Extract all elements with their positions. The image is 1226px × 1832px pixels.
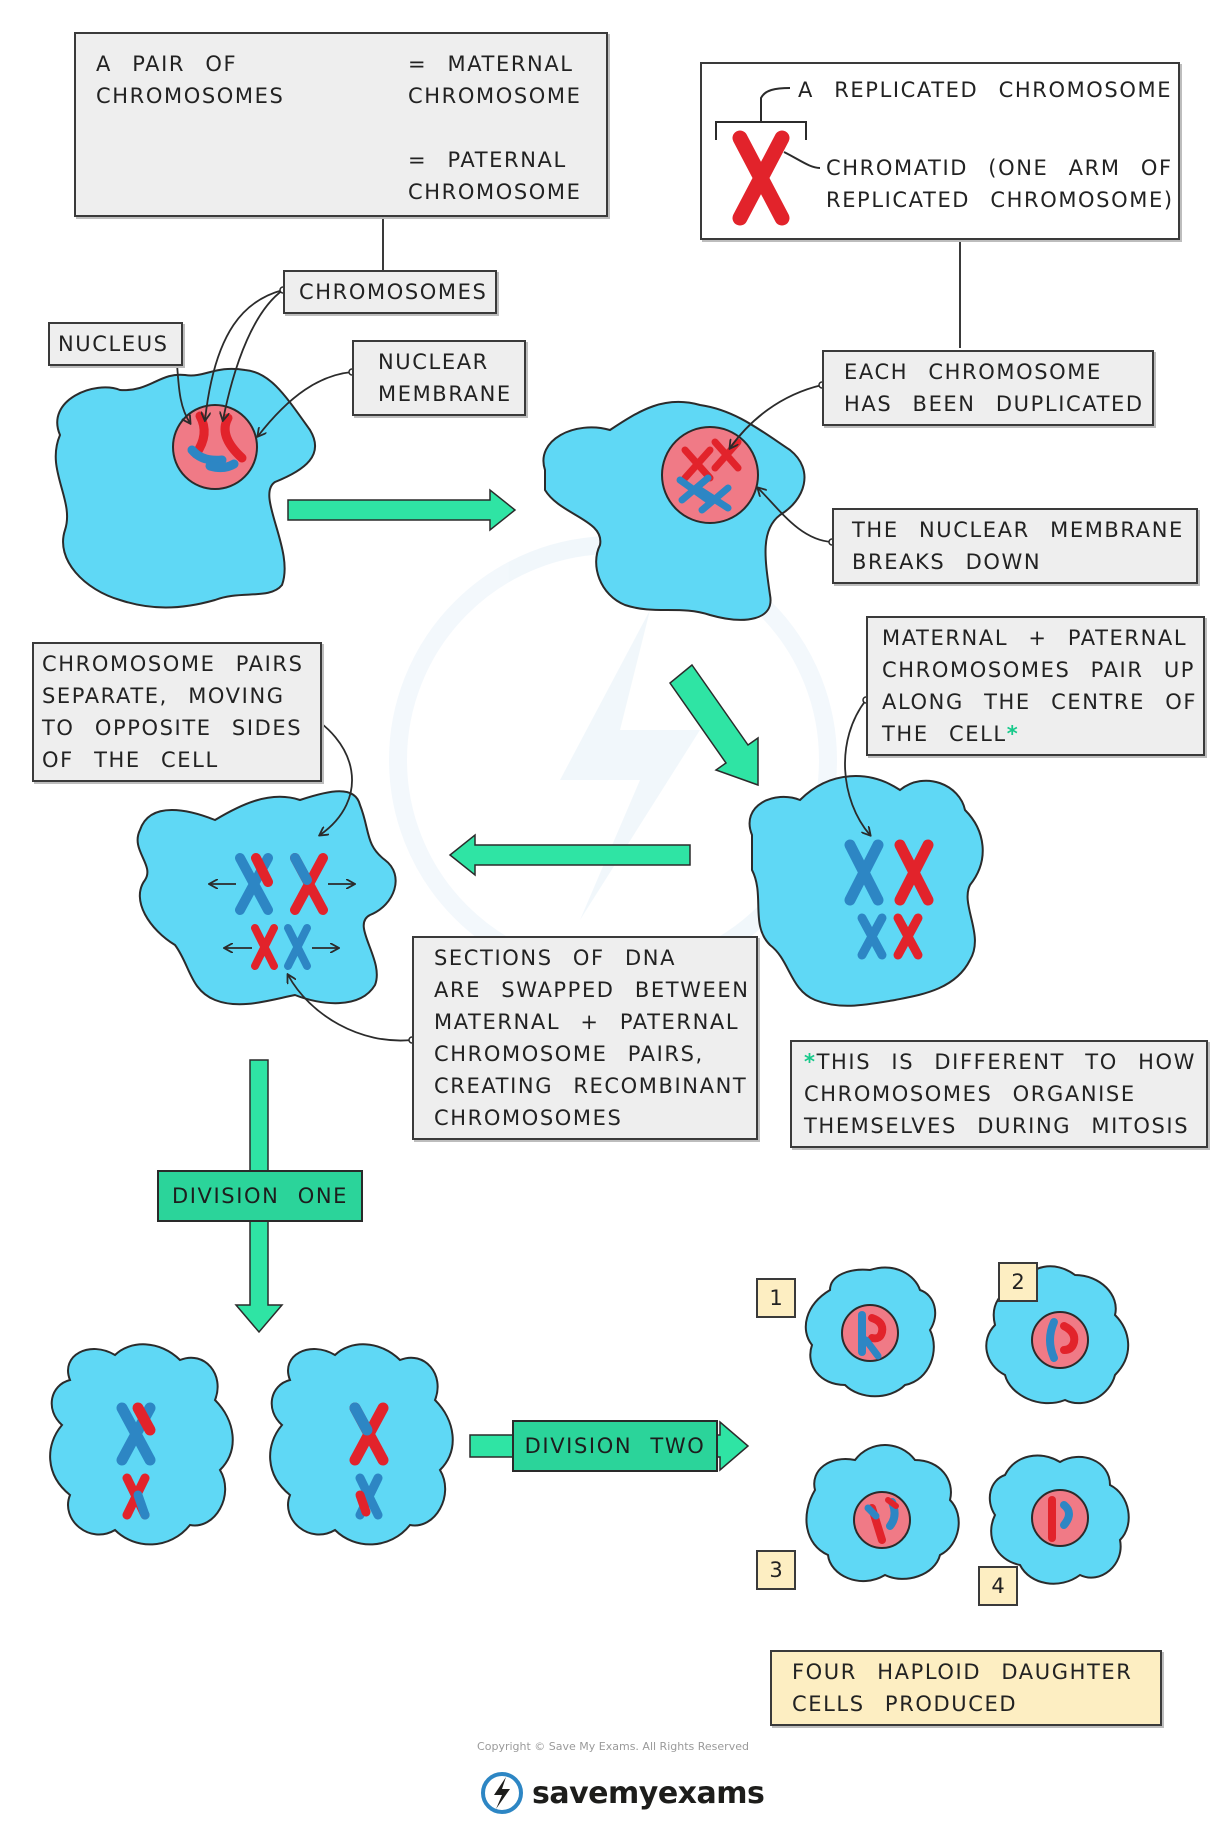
- arrow-prophase-to-metaphase: [668, 663, 759, 787]
- brand-name: savemyexams: [532, 1775, 765, 1811]
- label-membrane-breaks: THE NUCLEAR MEMBRANE BREAKS DOWN: [832, 508, 1198, 584]
- daughter-chromosome: [1060, 1322, 1079, 1354]
- recombinant-chromosome: [349, 1402, 373, 1436]
- cell-duplicated: [542, 400, 806, 621]
- label-mitosis-note-text: THIS IS DIFFERENT TO HOW CHROMOSOMES ORG…: [804, 1050, 1196, 1138]
- cell-pair-up: [748, 775, 984, 1007]
- recombinant-chromosome: [132, 1402, 156, 1436]
- daughter-chromosome: [1046, 1318, 1058, 1362]
- pointer-swapped: [288, 975, 413, 1042]
- paternal-chromosome: [187, 445, 227, 465]
- nucleus: [172, 404, 258, 490]
- cell-number-2: 2: [998, 1262, 1038, 1302]
- chromatid-label: CHROMATID (ONE ARM OF REPLICATED CHROMOS…: [826, 156, 1174, 212]
- replicated-title: A REPLICATED CHROMOSOME: [798, 78, 1173, 102]
- label-pair-up: MATERNAL + PATERNAL CHROMOSOMES PAIR UP …: [866, 616, 1206, 756]
- pointer-pair-up: [844, 699, 870, 835]
- cell-number-1: 1: [756, 1278, 796, 1318]
- recombinant-chromosome: [251, 924, 278, 970]
- maternal-pair: [894, 839, 934, 906]
- replicated-chromosome-drawing: [715, 87, 821, 226]
- cell-number-4: 4: [978, 1566, 1018, 1606]
- daughter-chromosome: [1060, 1501, 1073, 1529]
- label-chromosomes: CHROMOSOMES: [283, 270, 498, 314]
- recombinant-chromosome: [290, 853, 312, 885]
- daughter-cell-3: [805, 1444, 960, 1583]
- daughter-chromosome: [885, 1497, 899, 1509]
- label-mitosis-note: *THIS IS DIFFERENT TO HOW CHROMOSOMES OR…: [790, 1040, 1208, 1148]
- pointer-duplicated: [730, 384, 823, 448]
- cell-division-one-b: [269, 1343, 454, 1546]
- cell-separate: [136, 790, 397, 1006]
- paternal-pair: [857, 913, 887, 960]
- recombinant-chromosome: [284, 924, 311, 970]
- pointer-membrane-breaks: [758, 488, 833, 543]
- arrow-interphase-to-prophase: [287, 488, 517, 532]
- legend-maternal-label: = MATERNAL CHROMOSOME: [408, 52, 582, 108]
- duplicated-maternal: [681, 446, 714, 482]
- paternal-pair: [844, 839, 884, 906]
- recombinant-chromosome: [251, 853, 273, 887]
- duplicated-paternal: [676, 474, 712, 504]
- arrow-metaphase-to-anaphase: [448, 833, 691, 877]
- label-swapped: SECTIONS OF DNA ARE SWAPPED BETWEEN MATE…: [412, 936, 758, 1140]
- lightning-bolt-icon: [481, 1772, 523, 1814]
- maternal-pair: [893, 913, 923, 960]
- pointer-chromosomes: [205, 289, 284, 420]
- daughter-chromosome: [864, 1504, 880, 1520]
- label-duplicated: EACH CHROMOSOME HAS BEEN DUPLICATED: [822, 350, 1154, 426]
- legend-paternal-label: = PATERNAL CHROMOSOME: [408, 148, 582, 204]
- daughter-cell-4: [988, 1454, 1130, 1585]
- recombinant-chromosome: [355, 1490, 371, 1517]
- division-one-label: DIVISION ONE: [157, 1170, 363, 1222]
- division-two-label: DIVISION TWO: [512, 1420, 718, 1472]
- daughter-chromosome: [862, 1336, 882, 1360]
- label-separate: CHROMOSOME PAIRS SEPARATE, MOVING TO OPP…: [32, 642, 322, 782]
- asterisk-mark: *: [804, 1050, 817, 1074]
- daughter-cell-1: [804, 1266, 937, 1398]
- paternal-chromosome: [205, 459, 239, 473]
- cell-interphase: [54, 367, 316, 609]
- label-four-haploid: FOUR HAPLOID DAUGHTER CELLS PRODUCED: [770, 1650, 1162, 1726]
- daughter-chromosome: [868, 1314, 887, 1343]
- label-nucleus: NUCLEUS: [48, 322, 183, 366]
- legend-pair-label: A PAIR OF CHROMOSOMES: [96, 52, 285, 108]
- recombinant-chromosome: [133, 1490, 150, 1520]
- label-pair-up-text: MATERNAL + PATERNAL CHROMOSOMES PAIR UP …: [882, 626, 1198, 746]
- legend-box: A PAIR OF CHROMOSOMES = MATERNAL CHROMOS…: [74, 32, 608, 217]
- asterisk-mark: *: [1006, 722, 1020, 746]
- replicated-box: A REPLICATED CHROMOSOME CHROMATID (ONE A…: [700, 62, 1180, 240]
- duplicated-paternal: [696, 484, 732, 514]
- label-nuclear-membrane: NUCLEAR MEMBRANE: [352, 340, 526, 416]
- copyright-text: Copyright © Save My Exams. All Rights Re…: [477, 1740, 749, 1753]
- pointer-chromosomes: [223, 289, 284, 420]
- brand-logo: savemyexams: [480, 1768, 765, 1818]
- cell-division-one-a: [49, 1343, 234, 1546]
- cell-number-3: 3: [756, 1550, 796, 1590]
- pointer-membrane: [258, 371, 353, 436]
